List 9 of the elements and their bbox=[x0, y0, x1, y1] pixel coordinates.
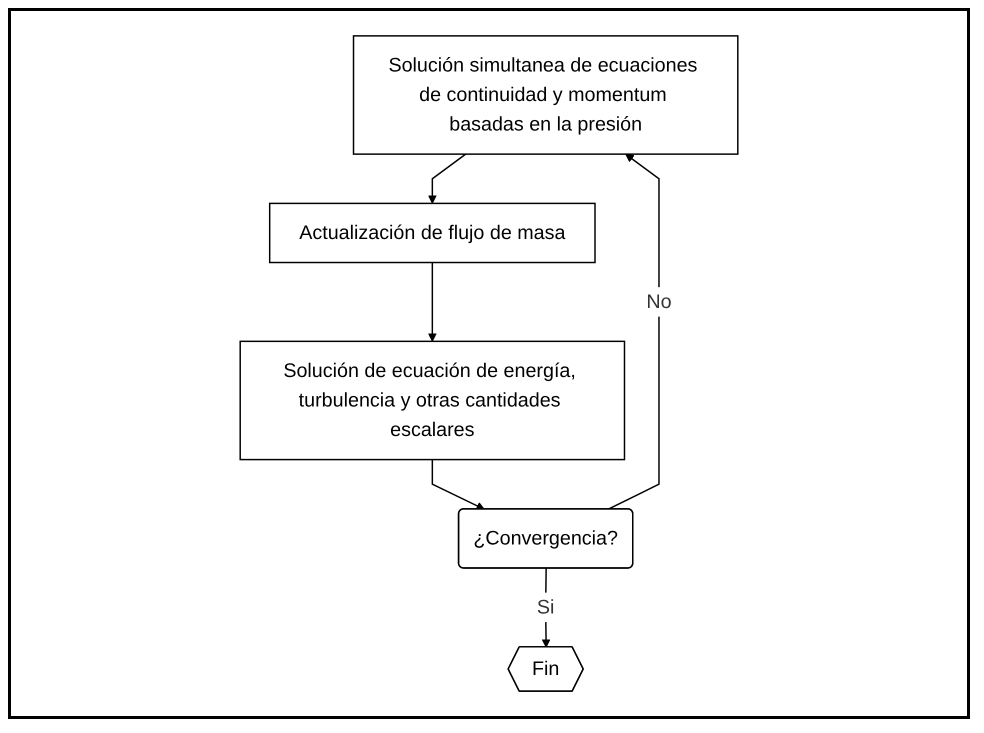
arrow bbox=[432, 460, 485, 510]
arrow bbox=[608, 154, 660, 510]
node-box: Solución de ecuación de energía, turbulencia y otras cantidades escalares bbox=[239, 340, 626, 460]
edge-label: No bbox=[646, 291, 672, 313]
node-box: Actualización de flujo de masa bbox=[268, 202, 596, 264]
edge-label: Si bbox=[536, 596, 554, 618]
node-box: Solución simultanea de ecuaciones de continuidad y momentum basadas en la presión bbox=[352, 35, 739, 155]
arrow bbox=[428, 262, 437, 342]
arrow bbox=[428, 154, 466, 204]
